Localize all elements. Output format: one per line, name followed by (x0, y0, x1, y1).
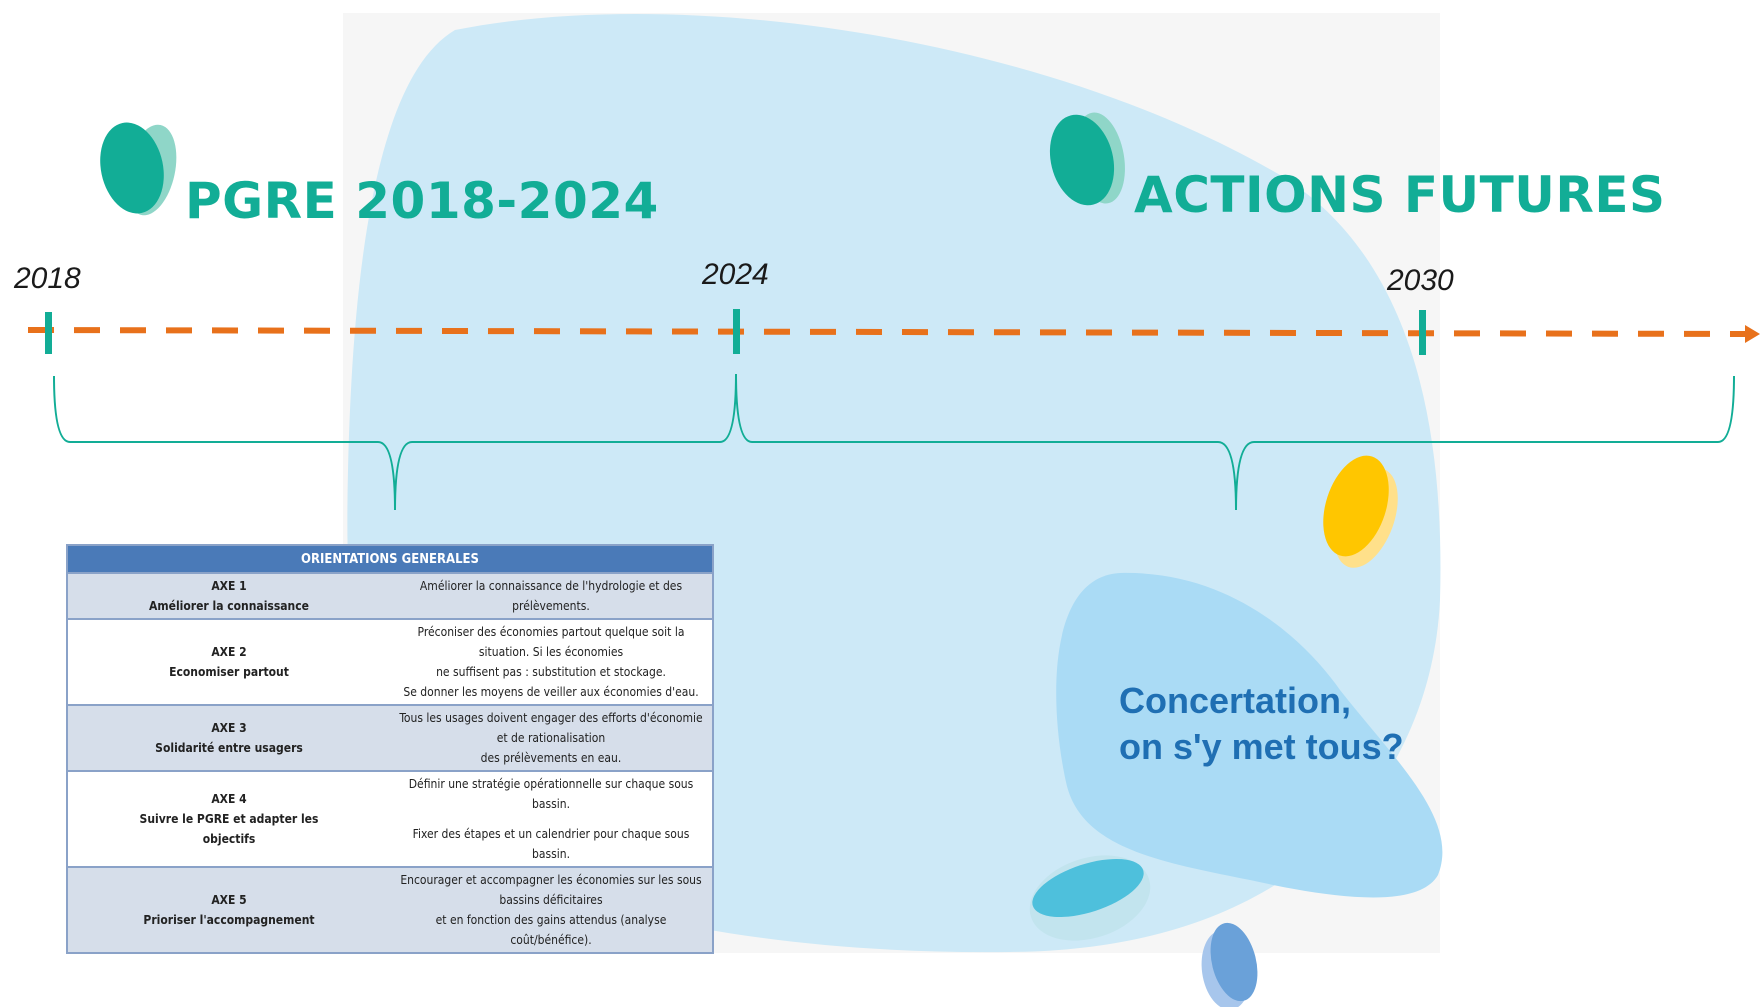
axe-title: Economiser partout (169, 665, 289, 679)
cyan-drop-icon (1029, 855, 1151, 941)
desc-line: Se donner les moyens de veiller aux écon… (403, 685, 699, 699)
desc-line: Préconiser des économies partout quelque… (417, 625, 685, 659)
axe-title: Solidarité entre usagers (155, 741, 303, 755)
desc-line: Fixer des étapes et un calendrier pour c… (412, 827, 690, 861)
axe-number: AXE 3 (211, 721, 247, 735)
concertation-bubble (1056, 572, 1443, 898)
axe-number: AXE 2 (211, 645, 247, 659)
year-2030: 2030 (1387, 264, 1454, 297)
table-row: AXE 5 Prioriser l'accompagnement Encoura… (67, 866, 713, 953)
axe-title: Suivre le PGRE et adapter les (139, 812, 319, 826)
teal-drop-icon-left (100, 122, 177, 216)
orientations-table: ORIENTATIONS GENERALES AXE 1 Améliorer l… (66, 544, 714, 954)
desc-line: et en fonction des gains attendus (analy… (435, 913, 667, 947)
axe-number: AXE 1 (211, 579, 247, 593)
timeline-arrowhead (1745, 325, 1760, 343)
desc-line: Définir une stratégie opérationnelle sur… (408, 777, 694, 811)
year-2024: 2024 (702, 258, 769, 291)
axe-number: AXE 5 (211, 893, 247, 907)
desc-cell: Encourager et accompagner les économies … (390, 866, 713, 953)
table-row: AXE 2 Economiser partout Préconiser des … (67, 618, 713, 705)
axe-number: AXE 4 (211, 792, 247, 806)
desc-line: Tous les usages doivent engager des effo… (399, 711, 703, 745)
concertation-line-2: on s'y met tous? (1119, 726, 1404, 767)
desc-cell: Améliorer la connaissance de l'hydrologi… (390, 572, 713, 619)
teal-drop-icon-right (1049, 112, 1125, 206)
axe-cell: AXE 5 Prioriser l'accompagnement (67, 866, 390, 953)
axe-cell: AXE 4 Suivre le PGRE et adapter les obje… (67, 770, 390, 867)
title-pgre: PGRE 2018-2024 (185, 172, 659, 230)
brace-actions-futures (735, 373, 1735, 511)
desc-line: des prélèvements en eau. (480, 751, 622, 765)
desc-cell: Définir une stratégie opérationnelle sur… (390, 770, 713, 867)
brace-pgre (53, 373, 737, 511)
year-2018: 2018 (14, 262, 81, 295)
axe-cell: AXE 1 Améliorer la connaissance (67, 572, 390, 619)
desc-line: Encourager et accompagner les économies … (400, 873, 702, 907)
desc-cell: Préconiser des économies partout quelque… (390, 618, 713, 705)
desc-line: Améliorer la connaissance de l'hydrologi… (419, 579, 683, 613)
table-row: AXE 1 Améliorer la connaissance Améliore… (67, 572, 713, 619)
axe-cell: AXE 3 Solidarité entre usagers (67, 704, 390, 771)
axe-title: Prioriser l'accompagnement (143, 913, 315, 927)
concertation-text: Concertation, on s'y met tous? (1119, 678, 1404, 770)
table-header: ORIENTATIONS GENERALES (67, 545, 713, 573)
table-row: AXE 4 Suivre le PGRE et adapter les obje… (67, 770, 713, 867)
axe-title: Améliorer la connaissance (149, 599, 309, 613)
concertation-line-1: Concertation, (1119, 680, 1352, 721)
axe-cell: AXE 2 Economiser partout (67, 618, 390, 705)
yellow-drop-icon (1323, 455, 1398, 568)
tick-2024 (733, 309, 740, 354)
timeline-arrow-line (27, 327, 1746, 337)
axe-title-cont: objectifs (202, 832, 256, 846)
tick-2018 (45, 312, 52, 354)
tick-2030 (1419, 310, 1426, 355)
title-actions-futures: ACTIONS FUTURES (1134, 166, 1666, 224)
desc-cell: Tous les usages doivent engager des effo… (390, 704, 713, 771)
table-row: AXE 3 Solidarité entre usagers Tous les … (67, 704, 713, 771)
blue-drop-icon (1201, 922, 1258, 1007)
desc-line: ne suffisent pas : substitution et stock… (436, 665, 666, 679)
